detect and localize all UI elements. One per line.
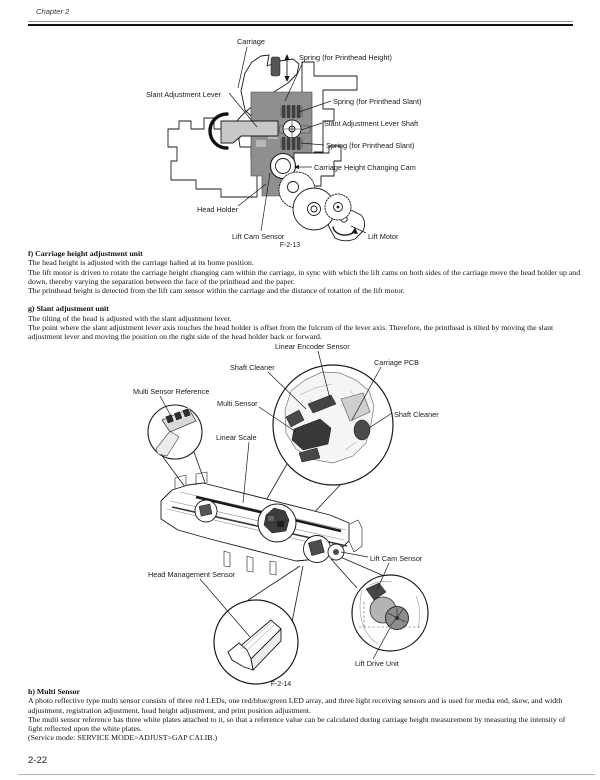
fig1-label-head-holder: Head Holder	[197, 205, 239, 214]
fig2-rail-unit	[160, 471, 363, 576]
header-rule-light	[28, 21, 573, 22]
fig1-leader-lines	[228, 46, 367, 234]
fig1-label-carriage: Carriage	[237, 37, 265, 46]
footer-rule	[18, 774, 595, 775]
fig2-label-shaft-cleaner-right: Shaft Cleaner	[394, 410, 439, 419]
fig2-label-multi-sensor-reference: Multi Sensor Reference	[133, 387, 209, 396]
section-g-heading: g) Slant adjustment unit	[28, 304, 109, 314]
fig2-label-linear-scale: Linear Scale	[216, 433, 257, 442]
fig1-label-slant-lever: Slant Adjustment Lever	[146, 90, 222, 99]
fig1-artwork	[167, 54, 366, 242]
section-h: h) Multi Sensor A photo reflective type …	[28, 687, 581, 743]
fig1-label-lift-cam-sensor: Lift Cam Sensor	[232, 232, 285, 241]
fig2-labels: Linear Encoder Sensor Shaft Cleaner Carr…	[133, 342, 439, 688]
figure-f-2-14-art: Linear Encoder Sensor Shaft Cleaner Carr…	[133, 342, 439, 688]
section-h-paragraph: The multi sensor reference has three whi…	[28, 714, 566, 734]
fig2-label-multi-sensor: Multi Sensor	[217, 399, 258, 408]
section-f-paragraph: The lift motor is driven to rotate the c…	[28, 267, 581, 286]
section-f-paragraph: The head height is adjusted with the car…	[28, 258, 254, 268]
fig2-label-lift-drive-unit: Lift Drive Unit	[355, 659, 399, 668]
section-g-paragraph: The tilting of the head is adjusted with…	[28, 313, 232, 323]
fig2-lift-drive-unit-callout	[351, 574, 429, 652]
fig2-label-lift-cam-sensor: Lift Cam Sensor	[370, 554, 423, 563]
section-h-paragraph: A photo reflective type multi sensor con…	[28, 696, 563, 715]
fig2-label-shaft-cleaner-left: Shaft Cleaner	[230, 363, 275, 372]
fig2-caption: F-2-14	[271, 681, 291, 688]
fig2-leader-lines	[159, 350, 393, 660]
fig2-multi-sensor-callout	[257, 503, 297, 543]
fig2-multi-sensor-reference-callout	[147, 404, 203, 460]
section-f-paragraph: The printhead height is detected from th…	[28, 286, 405, 296]
section-f-heading: f) Carriage height adjustment unit	[28, 249, 143, 258]
fig1-label-lever-shaft: Slant Adjustment Lever Shaft	[324, 119, 418, 128]
fig1-label-spring-height: Spring (for Printhead Height)	[299, 53, 392, 62]
fig1-label-spring-slant-2: Spring (for Printhead Slant)	[326, 141, 414, 150]
fig1-caption: F-2-13	[280, 242, 300, 248]
section-g-paragraph: The point where the slant adjustment lev…	[28, 323, 554, 342]
fig2-head-management-sensor-callout	[213, 599, 299, 685]
chapter-header: Chapter 2	[36, 7, 70, 16]
section-f-g: f) Carriage height adjustment unit The h…	[28, 249, 581, 342]
section-h-heading: h) Multi Sensor	[28, 687, 80, 696]
fig2-label-linear-encoder-sensor: Linear Encoder Sensor	[275, 342, 350, 351]
fig1-labels: Carriage Spring (for Printhead Height) S…	[146, 37, 421, 248]
section-h-paragraph: (Service mode: SERVICE MODE>ADJUST>GAP C…	[28, 733, 218, 743]
page-number: 2-22	[28, 755, 48, 766]
fig1-label-height-cam: Carriage Height Changing Cam	[314, 163, 416, 172]
fig2-label-head-management-sensor: Head Management Sensor	[148, 570, 236, 579]
header-rule-dark	[28, 23, 573, 26]
fig2-label-carriage-pcb: Carriage PCB	[374, 358, 419, 367]
fig1-label-spring-slant-1: Spring (for Printhead Slant)	[333, 97, 421, 106]
fig2-carriage-callout	[272, 364, 394, 486]
figure-f-2-13: Carriage Spring (for Printhead Height) S…	[146, 37, 421, 248]
fig1-label-lift-motor: Lift Motor	[368, 232, 399, 241]
